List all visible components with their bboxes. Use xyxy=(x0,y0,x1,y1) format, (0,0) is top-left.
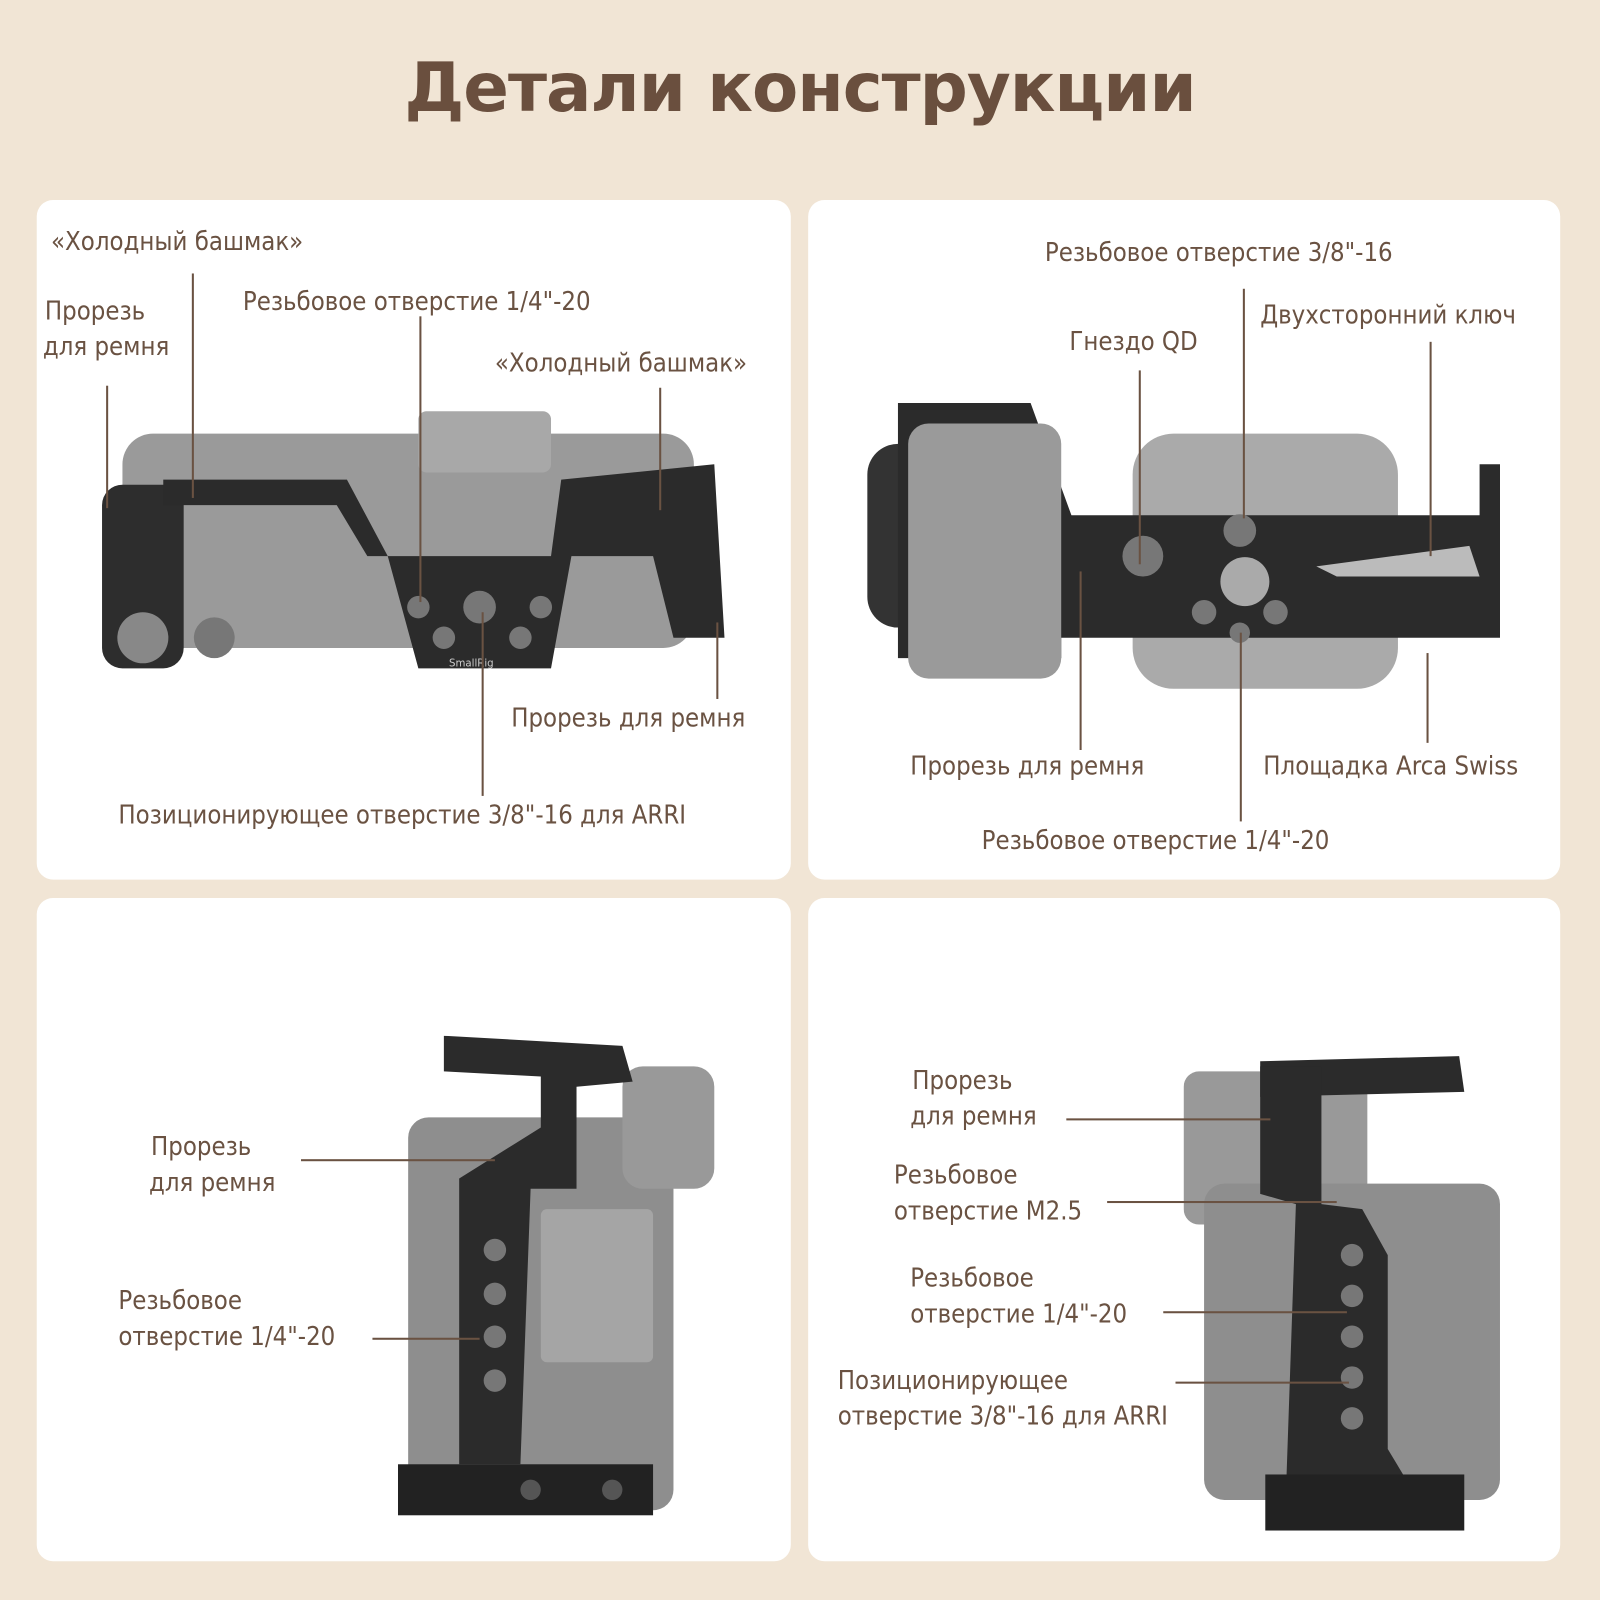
label-strap-slot-1: Прорезь xyxy=(912,1065,1013,1095)
label-thread-m25-2: отверстие M2.5 xyxy=(893,1195,1083,1226)
label-strap-slot: Прорезь для ремня xyxy=(910,751,1145,781)
leader-line xyxy=(419,316,422,603)
label-arri-hole-2: отверстие 3/8"-16 для ARRI xyxy=(837,1401,1168,1431)
leader-line xyxy=(301,1159,495,1162)
label-arri-hole: Позиционирующее отверстие 3/8"-16 для AR… xyxy=(118,799,687,830)
leader-line xyxy=(1175,1381,1349,1384)
leader-line xyxy=(1107,1201,1337,1204)
label-strap-slot-left-2: для ремня xyxy=(42,331,170,362)
label-thread-quarter: Резьбовое отверстие 1/4"-20 xyxy=(981,825,1330,856)
leader-line xyxy=(1242,288,1245,519)
svg-text:SmallRig: SmallRig xyxy=(449,658,494,669)
label-thread-quarter-1: Резьбовое xyxy=(910,1263,1034,1293)
leader-line xyxy=(1163,1311,1347,1314)
label-cold-shoe-left: «Холодный башмак» xyxy=(51,226,304,257)
label-qd-socket: Гнездо QD xyxy=(1069,326,1198,357)
leader-line xyxy=(1429,341,1432,557)
label-thread-m25-1: Резьбовое xyxy=(893,1160,1018,1190)
leader-line xyxy=(1066,1118,1271,1121)
label-strap-slot-2: для ремня xyxy=(148,1167,276,1197)
leader-line xyxy=(191,273,194,498)
label-thread-quarter-2: отверстие 1/4"-20 xyxy=(118,1321,336,1352)
leader-line xyxy=(716,622,719,699)
camera-bottom-view-image xyxy=(867,403,1500,689)
label-strap-slot-right: Прорезь для ремня xyxy=(511,703,746,733)
label-arca: Площадка Arca Swiss xyxy=(1263,751,1519,781)
leader-line xyxy=(659,387,662,511)
label-thread-quarter-2: отверстие 1/4"-20 xyxy=(910,1298,1128,1329)
label-strap-slot-1: Прорезь xyxy=(151,1131,252,1162)
label-dual-key: Двухсторонний ключ xyxy=(1260,299,1516,330)
leader-line xyxy=(1079,571,1082,750)
label-strap-slot-left-1: Прорезь xyxy=(44,295,146,326)
camera-left-side-image xyxy=(397,1035,715,1516)
leader-line xyxy=(1138,370,1141,565)
leader-line xyxy=(481,612,484,796)
leader-line xyxy=(372,1337,480,1340)
page-title: Детали конструкции xyxy=(404,48,1196,128)
leader-line xyxy=(106,385,109,509)
label-arri-hole-1: Позиционирующее xyxy=(837,1365,1069,1395)
camera-right-side-image xyxy=(1183,1056,1500,1531)
label-cold-shoe-right: «Холодный башмак» xyxy=(494,347,748,378)
label-thread-38: Резьбовое отверстие 3/8"-16 xyxy=(1044,237,1393,268)
label-thread-quarter-1: Резьбовое xyxy=(118,1285,242,1316)
camera-top-view-image: SmallRig xyxy=(102,411,725,669)
label-strap-slot-2: для ремня xyxy=(910,1101,1037,1131)
label-thread-quarter: Резьбовое отверстие 1/4"-20 xyxy=(242,286,591,317)
leader-line xyxy=(1239,632,1242,822)
leader-line xyxy=(1426,653,1429,743)
